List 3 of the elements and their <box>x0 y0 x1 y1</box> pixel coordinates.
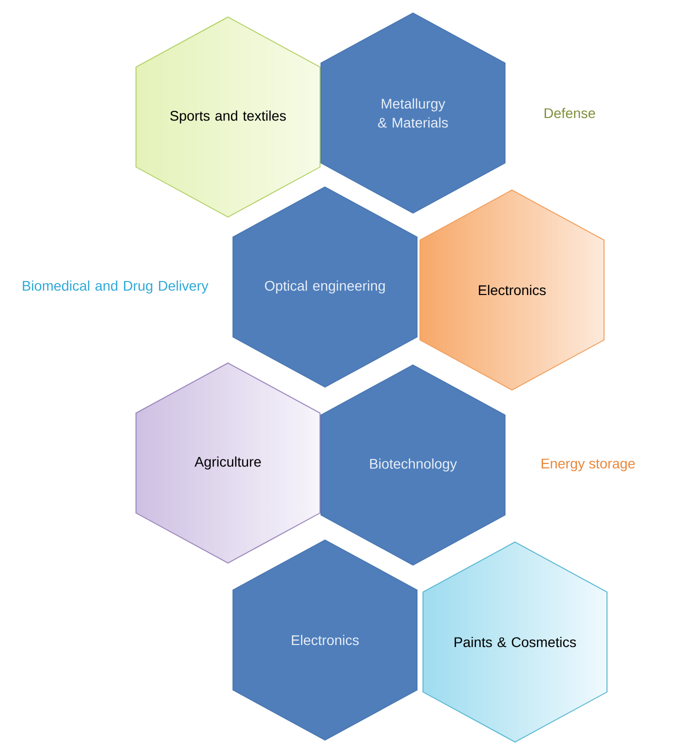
side-label: Energy storage <box>542 458 635 472</box>
side-label: Biomedical and Drug Delivery <box>22 280 208 294</box>
side-label: Defense <box>544 108 596 118</box>
